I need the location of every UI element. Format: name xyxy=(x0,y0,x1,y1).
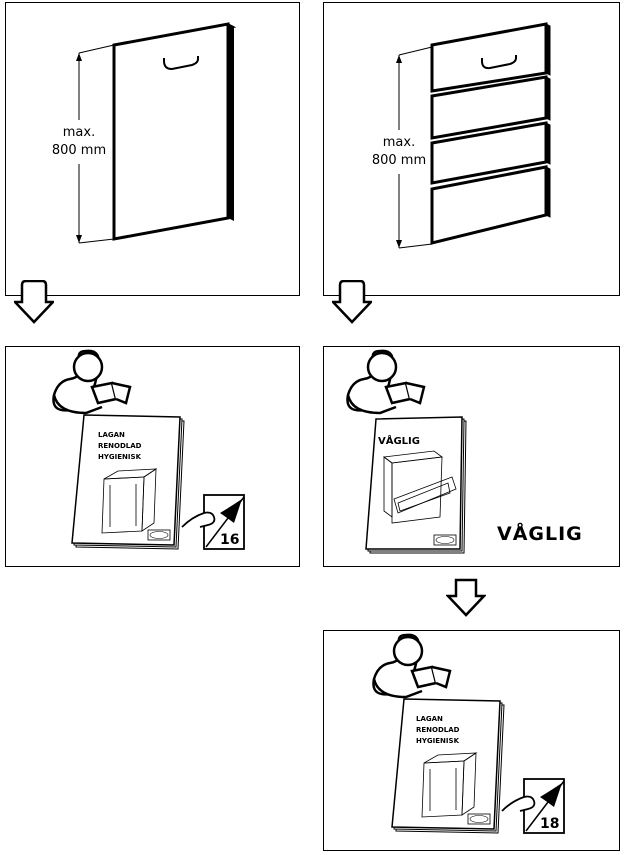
turn-page-hand-icon: 16 xyxy=(181,494,245,550)
reading-person-icon xyxy=(346,349,426,415)
book-title-line-3: HYGIENISK xyxy=(416,737,460,745)
manual-illustration: LAGAN RENODLAD HYGIENISK xyxy=(52,349,245,550)
book-title-line-2: RENODLAD xyxy=(98,442,142,450)
dimension-label-max: max. xyxy=(63,125,95,140)
door-illustration: max. 800 mm xyxy=(46,22,237,244)
ikea-logo-icon xyxy=(147,529,171,541)
panel-drawer-fronts: max. 800 mm xyxy=(323,2,620,296)
drawer-fronts-illustration: max. 800 mm xyxy=(364,22,551,249)
panel-manual-lagan-second: LAGAN RENODLAD HYGIENISK 18 xyxy=(323,630,620,851)
panel-manual-vaglig: VÅGLIG VÅGLIG xyxy=(323,346,620,567)
panel-manual-lagan: LAGAN RENODLAD HYGIENISK xyxy=(5,346,300,567)
book-title-line-1: LAGAN xyxy=(416,715,443,723)
book-title-line-2: RENODLAD xyxy=(416,726,460,734)
book-title-line-3: HYGIENISK xyxy=(98,453,142,461)
dimension-label-max: max. xyxy=(383,135,415,150)
manual-illustration: VÅGLIG xyxy=(346,349,467,554)
manual-illustration: LAGAN RENODLAD HYGIENISK 18 xyxy=(372,633,565,834)
dishwasher-icon xyxy=(382,450,457,524)
page-number: 16 xyxy=(220,532,239,548)
turn-page-hand-icon: 18 xyxy=(501,778,565,834)
panel-single-door: max. 800 mm xyxy=(5,2,300,296)
dimension-label-value: 800 mm xyxy=(372,153,426,168)
ikea-logo-icon xyxy=(467,813,491,825)
dishwasher-icon xyxy=(101,468,158,534)
down-arrow-icon xyxy=(14,280,54,324)
book-title-line-1: LAGAN xyxy=(98,431,125,439)
down-arrow-icon xyxy=(446,578,486,617)
book-title: VÅGLIG xyxy=(378,434,420,447)
reading-person-icon xyxy=(372,633,452,699)
dimension-label-value: 800 mm xyxy=(52,143,106,158)
page-number: 18 xyxy=(540,816,559,832)
ikea-logo-icon xyxy=(433,534,457,546)
dishwasher-icon xyxy=(421,752,478,818)
product-name: VÅGLIG xyxy=(497,523,583,545)
reading-person-icon xyxy=(52,349,132,415)
down-arrow-icon xyxy=(332,280,372,324)
